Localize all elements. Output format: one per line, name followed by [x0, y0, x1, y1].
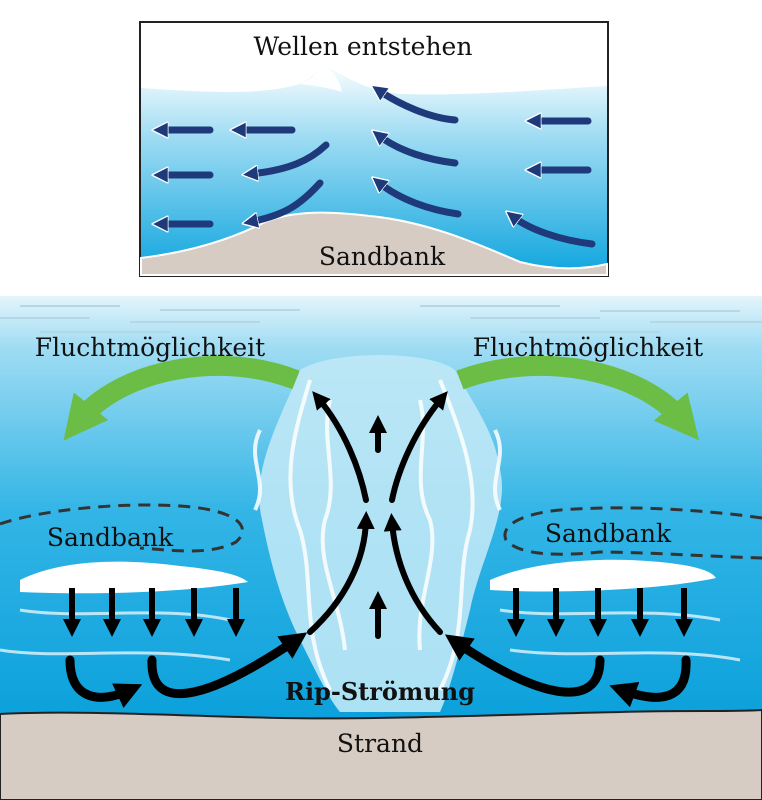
- inset-arrow: [378, 90, 459, 124]
- sandbar-label-left: Sandbank: [47, 523, 174, 552]
- inset-arrow: [512, 216, 596, 248]
- inset-arrow: [378, 182, 462, 218]
- rip-arrow: [383, 513, 443, 635]
- feeder-arrow: [609, 655, 691, 708]
- wave-crest-left: [20, 561, 248, 594]
- main-scene: Fluchtmöglichkeit Fluchtmöglichkeit Sand…: [0, 296, 762, 800]
- escape-label-left: Fluchtmöglichkeit: [35, 333, 265, 362]
- rip-arrow: [389, 391, 448, 503]
- inset-flow-arrows: [160, 90, 596, 248]
- surface-ripples: [0, 305, 762, 333]
- feeder-arrow: [444, 634, 605, 697]
- feeder-arrow: [65, 655, 143, 708]
- escape-label-right: Fluchtmöglichkeit: [473, 333, 703, 362]
- inset-sandbar-label: Sandbank: [319, 242, 446, 271]
- inset-wave-crest: [300, 62, 342, 92]
- rip-arrow: [312, 391, 369, 503]
- wave-push-arrows-left: [63, 588, 245, 637]
- wave-push-arrows-right: [507, 588, 693, 637]
- feeder-arrow: [147, 632, 308, 699]
- sandbar-outline-right: [503, 506, 762, 560]
- wave-crest-right: [490, 559, 716, 592]
- inset-title: Wellen entstehen: [254, 32, 473, 61]
- inset-arrow: [250, 179, 324, 222]
- rip-flow-arrows: [307, 391, 448, 639]
- inset-arrow: [250, 141, 330, 174]
- wave-foam: [0, 608, 741, 662]
- sandbar-label-right: Sandbank: [545, 519, 672, 548]
- rip-arrow: [307, 511, 375, 635]
- beach: [0, 708, 762, 800]
- feeder-currents: [65, 632, 691, 708]
- inset-panel: Wellen entstehen Sandbank: [139, 21, 609, 277]
- escape-arrow-left: [63, 355, 300, 441]
- inset-arrow: [378, 135, 459, 167]
- sandbar-outline-left: [0, 503, 244, 553]
- escape-arrow-right: [456, 355, 699, 441]
- beach-label: Strand: [337, 729, 423, 758]
- rip-current-label: Rip-Strömung: [285, 677, 475, 706]
